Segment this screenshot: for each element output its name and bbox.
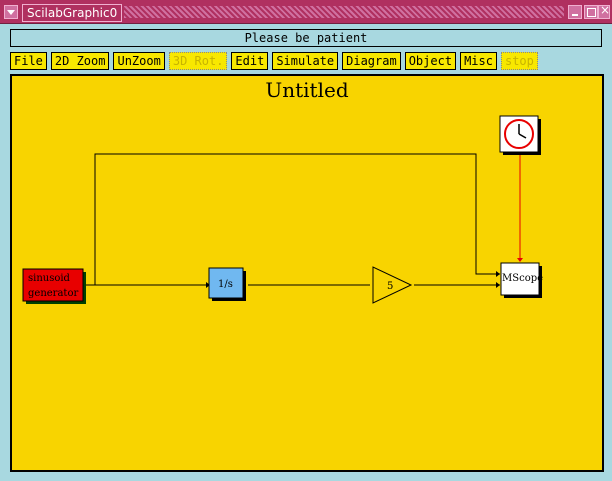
link-sine-to-scope: [94, 153, 500, 285]
mscope-block-body: [500, 262, 540, 296]
clock-block[interactable]: [499, 115, 541, 155]
gain-block[interactable]: 5: [372, 266, 413, 304]
sinusoid-label-line1: sinusoid: [28, 273, 71, 284]
window-title: ScilabGraphic0: [22, 4, 123, 22]
integrator-label: 1/s: [218, 279, 233, 290]
sinusoid-generator-block[interactable]: sinusoid generator: [22, 268, 86, 304]
diagram-title: Untitled: [265, 78, 349, 102]
gain-label: 5: [387, 281, 393, 292]
stop-button[interactable]: stop: [500, 52, 538, 70]
title-bar[interactable]: ScilabGraphic0: [0, 0, 612, 24]
arrow-scope-in-1: [496, 271, 500, 277]
window-menu-button[interactable]: [4, 5, 18, 19]
arrow-scope-in-2: [496, 282, 500, 288]
sinusoid-block-body: [22, 268, 84, 302]
clock-icon: [504, 119, 534, 149]
mscope-label: MScope: [502, 273, 543, 284]
arrow-integrator-in: [206, 282, 210, 288]
mscope-block[interactable]: MScope: [500, 262, 543, 298]
toolbar: File 2D Zoom UnZoom 3D Rot. Edit Simulat…: [10, 52, 538, 70]
misc-button[interactable]: Misc: [460, 52, 497, 70]
links: [84, 153, 500, 286]
title-bar-hatch: [124, 6, 564, 18]
gain-triangle: [372, 266, 413, 304]
status-message: Please be patient: [10, 29, 602, 47]
integrator-block-body: [208, 267, 244, 299]
integrator-block[interactable]: 1/s: [208, 267, 246, 301]
object-button[interactable]: Object: [404, 52, 457, 70]
2d-zoom-button[interactable]: 2D Zoom: [50, 52, 110, 70]
arrowheads: [206, 271, 500, 288]
edit-button[interactable]: Edit: [231, 52, 269, 70]
sinusoid-label-line2: generator: [28, 288, 78, 299]
diagram-button[interactable]: Diagram: [342, 52, 401, 70]
event-arrow-scope: [517, 258, 523, 262]
3d-rot-button[interactable]: 3D Rot.: [168, 52, 228, 70]
file-button[interactable]: File: [10, 52, 47, 70]
simulate-button[interactable]: Simulate: [272, 52, 339, 70]
unzoom-button[interactable]: UnZoom: [113, 52, 165, 70]
close-button[interactable]: [598, 3, 610, 19]
minimize-button[interactable]: [568, 5, 582, 19]
diagram-canvas[interactable]: Untitled sinusoid generator 1/s: [10, 74, 604, 472]
diagram-svg: sinusoid generator 1/s 5 MScope: [22, 115, 543, 304]
maximize-button[interactable]: [584, 5, 598, 19]
